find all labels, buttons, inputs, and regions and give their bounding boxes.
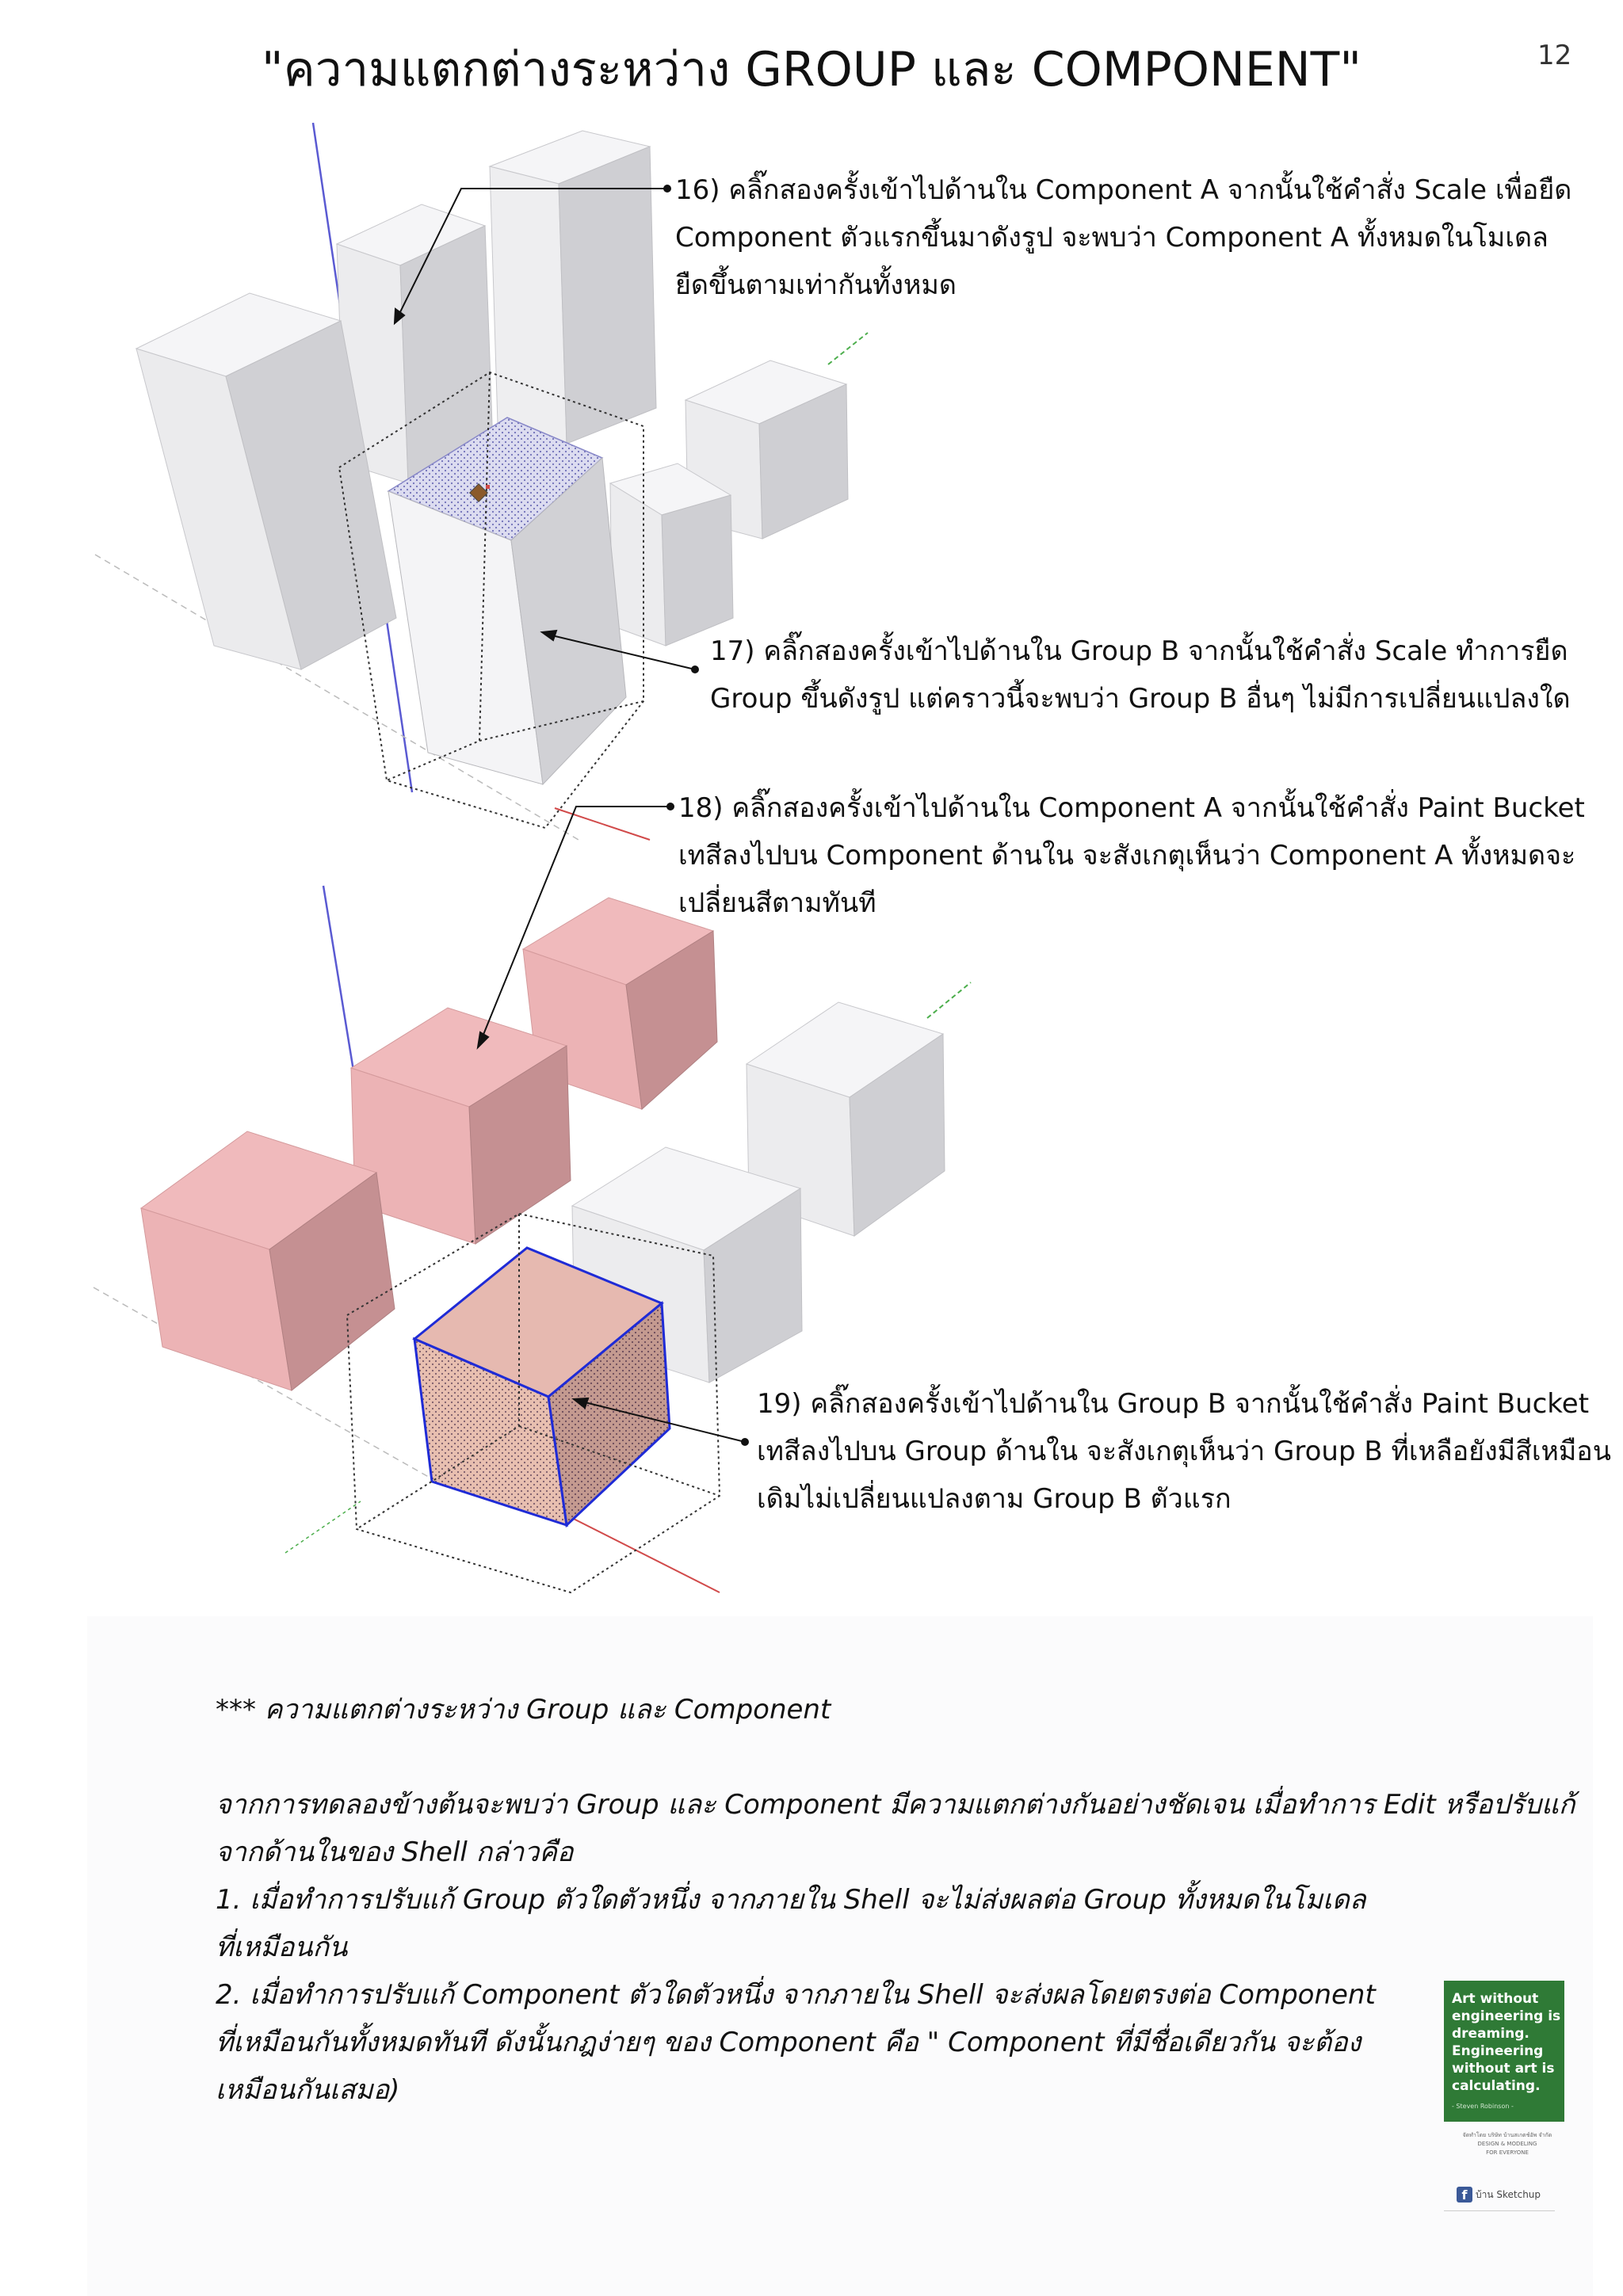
bullet-19 bbox=[741, 1438, 749, 1446]
step-19-line-2: เทสีลงไปบน Group ด้านใน จะสังเกตุเห็นว่า… bbox=[757, 1436, 1611, 1467]
pink-cube-left bbox=[139, 1131, 395, 1391]
step-16-caption: 16) คลิ๊กสองครั้งเข้าไปด้านใน Component … bbox=[675, 166, 1571, 309]
green-axis-2 bbox=[926, 982, 972, 1019]
poster-quote-line: without art is bbox=[1452, 2061, 1555, 2077]
green-axis-3 bbox=[285, 1501, 361, 1554]
tall-box-back bbox=[488, 130, 657, 444]
bullet-16 bbox=[663, 185, 671, 193]
credit-line-2: DESIGN & MODELING bbox=[1477, 2141, 1537, 2147]
step-18-line-3: เปลี่ยนสีตามทันที bbox=[678, 887, 876, 919]
step-18-caption: 18) คลิ๊กสองครั้งเข้าไปด้านใน Component … bbox=[678, 784, 1585, 927]
summary-line-5: 2. เมื่อทำการปรับแก้ Component ตัวใดตัวห… bbox=[216, 1979, 1376, 2011]
step-17-line-2: Group ขึ้นดังรูป แต่คราวนี้จะพบว่า Group… bbox=[710, 683, 1571, 715]
tall-box-left bbox=[135, 292, 397, 670]
step-19-caption: 19) คลิ๊กสองครั้งเข้าไปด้านใน Group B จา… bbox=[757, 1380, 1611, 1523]
credit-block: จัดทำโดย บริษัท บ้านสเกตช์อัพ จำกัด DESI… bbox=[1444, 2131, 1571, 2157]
scene-paint bbox=[93, 803, 972, 1594]
facebook-link[interactable]: f บ้าน Sketchup bbox=[1457, 2187, 1541, 2203]
step-16-line-2: Component ตัวแรกขึ้นมาดังรูป จะพบว่า Com… bbox=[675, 222, 1549, 254]
step-18-line-1: 18) คลิ๊กสองครั้งเข้าไปด้านใน Component … bbox=[678, 792, 1585, 824]
step-17-caption: 17) คลิ๊กสองครั้งเข้าไปด้านใน Group B จา… bbox=[710, 627, 1571, 723]
poster-quote-line: calculating. bbox=[1452, 2078, 1541, 2094]
red-axis-2 bbox=[554, 1508, 720, 1593]
red-axis bbox=[554, 807, 651, 841]
step-19-line-1: 19) คลิ๊กสองครั้งเข้าไปด้านใน Group B จา… bbox=[757, 1388, 1590, 1420]
summary-line-7: เหมือนกันเสมอ) bbox=[216, 2074, 400, 2106]
white-cube-right bbox=[745, 1001, 945, 1237]
credit-divider bbox=[1444, 2210, 1555, 2211]
step-17-line-1: 17) คลิ๊กสองครั้งเข้าไปด้านใน Group B จา… bbox=[710, 635, 1568, 667]
credit-line-1: จัดทำโดย บริษัท บ้านสเกตช์อัพ จำกัด bbox=[1462, 2132, 1552, 2138]
step-19-line-3: เดิมไม่เปลี่ยนแปลงตาม Group B ตัวแรก bbox=[757, 1483, 1232, 1515]
dashed-axis-2 bbox=[93, 1287, 445, 1486]
summary-heading-text: *** ความแตกต่างระหว่าง Group และ Compone… bbox=[216, 1694, 831, 1726]
facebook-icon: f bbox=[1457, 2187, 1472, 2203]
scene-scale bbox=[94, 122, 869, 841]
step-16-line-1: 16) คลิ๊กสองครั้งเข้าไปด้านใน Component … bbox=[675, 174, 1572, 206]
green-axis bbox=[827, 332, 869, 365]
poster-quote-line: Engineering bbox=[1452, 2043, 1544, 2059]
painted-group bbox=[346, 1212, 721, 1594]
illustrations bbox=[93, 122, 972, 1594]
page-number: 12 bbox=[1537, 40, 1572, 71]
poster-quote-line: engineering is bbox=[1452, 2008, 1561, 2024]
credit-line-3: FOR EVERYONE bbox=[1486, 2149, 1529, 2156]
bullet-18 bbox=[666, 803, 674, 810]
summary-line-4: ที่เหมือนกัน bbox=[216, 1932, 348, 1963]
step-18-line-2: เทสีลงไปบน Component ด้านใน จะสังเกตุเห็… bbox=[678, 840, 1576, 871]
summary-line-3: 1. เมื่อทำการปรับแก้ Group ตัวใดตัวหนึ่ง… bbox=[216, 1884, 1366, 1916]
summary-line-2: จากด้านในของ Shell กล่าวคือ bbox=[216, 1836, 574, 1868]
page-title: "ความแตกต่างระหว่าง GROUP และ COMPONENT" bbox=[262, 42, 1361, 97]
leader-lines-bottom bbox=[476, 806, 746, 1443]
summary-background bbox=[87, 1616, 1593, 2296]
quote-poster: Art without engineering is dreaming. Eng… bbox=[1444, 1981, 1564, 2122]
facebook-label: บ้าน Sketchup bbox=[1476, 2188, 1541, 2200]
pink-cube-middle bbox=[349, 1007, 571, 1245]
dashed-axis bbox=[94, 554, 579, 841]
summary-line-6: ที่เหมือนกันทั้งหมดทันที ดังนั้นกฎง่ายๆ … bbox=[216, 2027, 1361, 2058]
poster-quote: Art without engineering is dreaming. Eng… bbox=[1452, 1990, 1561, 2095]
poster-attribution: - Steven Robinson - bbox=[1452, 2103, 1514, 2110]
summary-heading: *** ความแตกต่างระหว่าง Group และ Compone… bbox=[216, 1686, 831, 1733]
step-16-line-3: ยืดขึ้นตามเท่ากันทั้งหมด bbox=[675, 269, 957, 301]
poster-quote-line: dreaming. bbox=[1452, 2026, 1529, 2042]
small-box-middle bbox=[609, 463, 734, 646]
summary-body: จากการทดลองข้างต้นจะพบว่า Group และ Comp… bbox=[216, 1781, 1575, 2114]
leader-lines-top bbox=[393, 188, 696, 670]
summary-line-1: จากการทดลองข้างต้นจะพบว่า Group และ Comp… bbox=[216, 1789, 1575, 1821]
bullet-17 bbox=[691, 666, 699, 673]
poster-quote-line: Art without bbox=[1452, 1991, 1539, 2007]
stretched-component bbox=[338, 371, 644, 830]
